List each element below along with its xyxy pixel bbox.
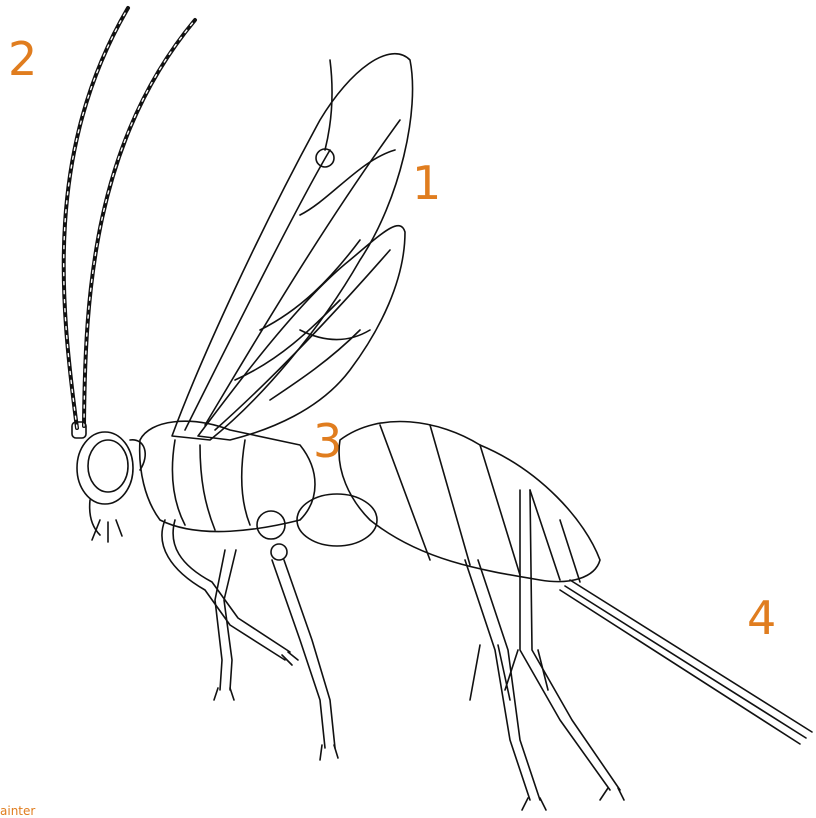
callout-label-1: 1 xyxy=(412,160,441,206)
callout-label-4: 4 xyxy=(747,595,776,641)
callout-label-2: 2 xyxy=(8,36,37,82)
antennae xyxy=(64,8,195,438)
callout-label-3: 3 xyxy=(313,418,342,464)
fore-wing xyxy=(172,54,413,440)
hind-wing xyxy=(198,226,405,440)
abdomen xyxy=(297,421,600,582)
legs xyxy=(162,490,620,800)
thorax xyxy=(140,421,315,531)
credit-text: ainter xyxy=(0,804,35,818)
claws xyxy=(214,652,624,810)
head xyxy=(77,432,145,542)
